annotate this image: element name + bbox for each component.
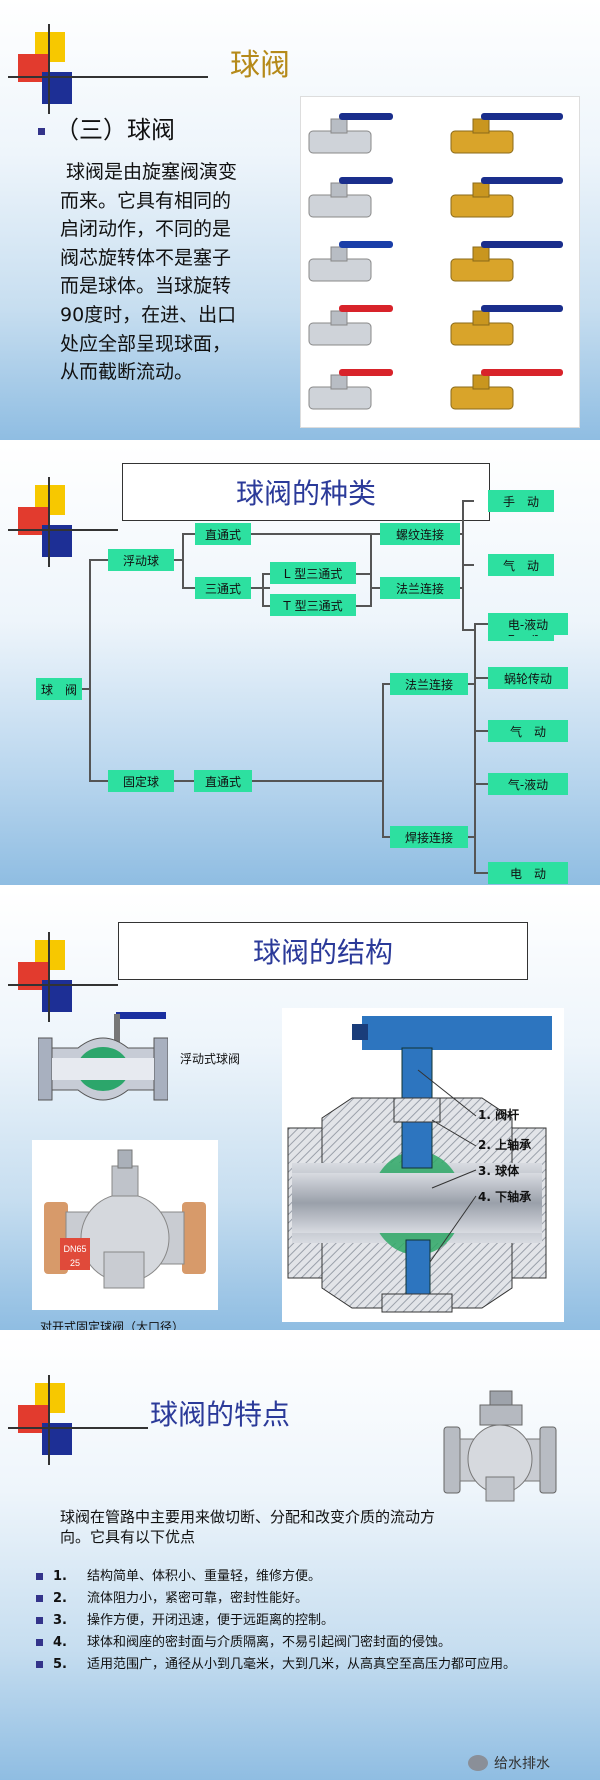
svg-text:25: 25 [70, 1258, 80, 1268]
corner-decoration [8, 932, 128, 1040]
watermark: 给水排水 [468, 1753, 550, 1773]
bullet-icon [36, 1639, 43, 1646]
valve-photo-grid [300, 96, 580, 428]
node-l-three-way: L 型三通式 [270, 562, 356, 584]
list-item: 4. 球体和阀座的密封面与介质隔离，不易引起阀门密封面的侵蚀。 [36, 1633, 576, 1652]
node-flange: 法兰连接 [380, 577, 460, 599]
node-welded: 焊接连接 [390, 826, 468, 848]
bullet-icon [36, 1617, 43, 1624]
ball-valve-product-photo [443, 1390, 557, 1502]
corner-decoration [8, 24, 218, 132]
part-label-stem: 1. 阀杆 [478, 1108, 520, 1122]
part-label-lower-bearing: 4. 下轴承 [478, 1190, 532, 1204]
cross-section-panel: 1. 阀杆 2. 上轴承 3. 球体 4. 下轴承 [282, 1008, 564, 1322]
node-flange-fixed: 法兰连接 [390, 673, 468, 695]
slide-ball-valve-intro: 球阀 （三）球阀 球阀是由旋塞阀演变 而来。它具有相同的 启闭动作，不同的是 阀… [0, 0, 600, 440]
node-three-way: 三通式 [195, 577, 251, 599]
features-list: 1. 结构简单、体积小、重量轻，维修方便。 2. 流体阻力小，紧密可靠，密封性能… [36, 1567, 576, 1677]
node-pneumatic-hydraulic: 气-液动 [488, 773, 568, 795]
node-straight-through-fixed: 直通式 [194, 770, 252, 792]
node-pneumatic-fixed: 气 动 [488, 720, 568, 742]
slide-title: 球阀的结构 [118, 922, 528, 980]
intro-body: 球阀是由旋塞阀演变 而来。它具有相同的 启闭动作，不同的是 阀芯旋转体不是塞子 … [60, 161, 238, 384]
node-electro-hydraulic: 电-液动 [488, 613, 568, 635]
slide-ball-valve-structure: 球阀的结构 浮动式球阀 DN65 25 对开式固定球阀（大口径） [0, 890, 600, 1330]
list-item: 5. 适用范围广，通径从小到几毫米，大到几米，从高真空至高压力都可应用。 [36, 1655, 576, 1674]
node-fixed-ball: 固定球 [108, 770, 174, 792]
node-manual: 手 动 [488, 490, 554, 512]
part-label-ball: 3. 球体 [478, 1164, 520, 1178]
node-worm-gear: 蜗轮传动 [488, 667, 568, 689]
corner-decoration [8, 477, 128, 585]
bullet-icon [36, 1661, 43, 1668]
list-item: 3. 操作方便，开闭迅速，便于远距离的控制。 [36, 1611, 576, 1630]
node-threaded: 螺纹连接 [380, 523, 460, 545]
fixed-ball-valve-photo: DN65 25 [32, 1140, 218, 1310]
slide-ball-valve-types: 球阀的种类 [0, 445, 600, 885]
node-pneumatic: 气 动 [488, 554, 554, 576]
node-ball-valve: 球 阀 [36, 678, 82, 700]
part-label-upper-bearing: 2. 上轴承 [478, 1138, 532, 1152]
node-electric-fixed: 电 动 [488, 862, 568, 884]
fixed-valve-label: 对开式固定球阀（大口径） [40, 1320, 185, 1330]
slide-ball-valve-features: 球阀的特点 球阀在管路中主要用来做切断、分配和改变介质的流动方 向。它具有以下优… [0, 1335, 600, 1780]
bullet-icon [36, 1595, 43, 1602]
list-item: 1. 结构简单、体积小、重量轻，维修方便。 [36, 1567, 576, 1586]
slide-title: 球阀 [230, 48, 290, 83]
bullet-icon [38, 127, 45, 135]
svg-text:DN65: DN65 [63, 1244, 86, 1254]
valve-photos-image [308, 113, 563, 410]
node-straight-through: 直通式 [195, 523, 251, 545]
wechat-icon [468, 1755, 488, 1771]
floating-valve-label: 浮动式球阀 [180, 1052, 241, 1066]
slide-title: 球阀的特点 [150, 1398, 291, 1431]
type-tree-diagram: 球 阀 浮动球 固定球 直通式 三通式 L 型三通式 T 型三通式 螺纹连接 法… [0, 445, 600, 885]
section-heading: （三）球阀 [38, 110, 175, 145]
bullet-icon [36, 1573, 43, 1580]
list-item: 2. 流体阻力小，紧密可靠，密封性能好。 [36, 1589, 576, 1608]
node-t-three-way: T 型三通式 [270, 594, 356, 616]
corner-decoration [8, 1375, 158, 1483]
floating-ball-valve-illustration [38, 1012, 168, 1101]
features-intro: 球阀在管路中主要用来做切断、分配和改变介质的流动方 向。它具有以下优点 [60, 1508, 436, 1546]
ball-valve-cross-section [287, 1016, 552, 1313]
node-floating-ball: 浮动球 [108, 549, 174, 571]
